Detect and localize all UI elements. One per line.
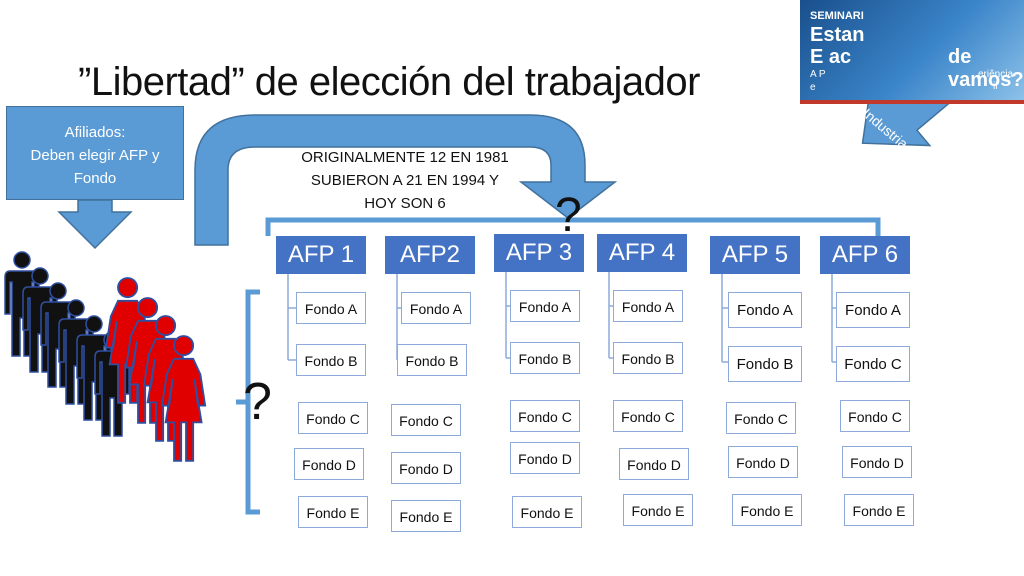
banner-line-5b: il — [993, 81, 998, 92]
banner-strip — [800, 100, 1024, 104]
fondo-box-afp6-3: Fondo C — [840, 400, 910, 432]
banner-line-3b: de vamos? — [948, 46, 1024, 91]
afiliados-down-arrow — [57, 199, 133, 250]
afiliados-box: Afiliados: Deben elegir AFP y Fondo — [6, 106, 184, 200]
fondo-box-afp6-2: Fondo C — [836, 346, 910, 382]
fondo-box-afp2-4: Fondo D — [391, 452, 461, 484]
banner-line-5: e — [810, 82, 816, 93]
fondo-box-afp1-2: Fondo B — [296, 344, 366, 376]
original-count-note: ORIGINALMENTE 12 EN 1981 SUBIERON A 21 E… — [270, 146, 540, 215]
afp-connector-5 — [721, 274, 728, 363]
fondo-box-afp3-3: Fondo C — [510, 400, 580, 432]
afiliados-line-1: Afiliados: — [64, 124, 126, 141]
afp-connector-4 — [608, 272, 613, 359]
fondo-box-afp4-2: Fondo B — [613, 342, 683, 374]
afp-top-bracket — [265, 217, 881, 236]
fondo-box-afp5-2: Fondo B — [728, 346, 802, 382]
note-line-1: ORIGINALMENTE 12 EN 1981 — [301, 149, 509, 166]
fondo-left-bracket — [236, 289, 260, 515]
fondo-box-afp5-3: Fondo C — [726, 402, 796, 434]
fondo-box-afp1-4: Fondo D — [294, 448, 364, 480]
note-line-3: HOY SON 6 — [364, 195, 446, 212]
fondo-box-afp6-1: Fondo A — [836, 292, 910, 328]
fondo-box-afp6-4: Fondo D — [842, 446, 912, 478]
afp-header-3: AFP 3 — [494, 234, 584, 272]
fondo-box-afp4-4: Fondo D — [619, 448, 689, 480]
slide-title: ”Libertad” de elección del trabajador — [78, 60, 700, 104]
fondo-box-afp4-5: Fondo E — [623, 494, 693, 526]
fondo-box-afp3-4: Fondo D — [510, 442, 580, 474]
banner-line-2: Estan — [810, 24, 865, 46]
afp-header-1: AFP 1 — [276, 236, 366, 274]
people-queue — [4, 251, 207, 462]
afp-header-4: AFP 4 — [597, 234, 687, 272]
fondo-box-afp2-2: Fondo B — [397, 344, 467, 376]
curved-arrow — [194, 114, 618, 246]
person-red-4 — [160, 335, 207, 462]
fondo-box-afp3-1: Fondo A — [510, 290, 580, 322]
fondo-box-afp4-1: Fondo A — [613, 290, 683, 322]
afp-header-6: AFP 6 — [820, 236, 910, 274]
afp-connector-3 — [505, 272, 510, 359]
fondo-box-afp3-2: Fondo B — [510, 342, 580, 374]
seminar-banner: SEMINARI Estan E ac A P eriência e il de… — [800, 0, 1024, 104]
banner-line-4b: eriência — [978, 69, 1014, 80]
fondo-box-afp2-3: Fondo C — [391, 404, 461, 436]
afp-connector-6 — [831, 274, 836, 363]
fondo-box-afp6-5: Fondo E — [844, 494, 914, 526]
fondo-box-afp2-5: Fondo E — [391, 500, 461, 532]
afp-connector-1 — [287, 274, 296, 361]
fondo-box-afp4-3: Fondo C — [613, 400, 683, 432]
fondo-box-afp5-4: Fondo D — [728, 446, 798, 478]
note-line-2: SUBIERON A 21 EN 1994 Y — [310, 172, 500, 189]
fondo-box-afp1-5: Fondo E — [298, 496, 368, 528]
question-mark-left: ? — [243, 373, 272, 431]
fondo-box-afp3-5: Fondo E — [512, 496, 582, 528]
fondo-box-afp2-1: Fondo A — [401, 292, 471, 324]
afiliados-line-3: Fondo — [73, 170, 117, 187]
fondo-box-afp5-5: Fondo E — [732, 494, 802, 526]
banner-line-4: A P — [810, 69, 826, 80]
fondo-box-afp1-3: Fondo C — [298, 402, 368, 434]
afp-header-2: AFP2 — [385, 236, 475, 274]
fondo-box-afp1-1: Fondo A — [296, 292, 366, 324]
question-mark-top: ? — [555, 189, 582, 242]
fondo-box-afp5-1: Fondo A — [728, 292, 802, 328]
afp-header-5: AFP 5 — [710, 236, 800, 274]
afiliados-line-2: Deben elegir AFP y — [30, 147, 160, 164]
banner-line-3: E ac — [810, 46, 852, 68]
banner-line-1: SEMINARI — [810, 10, 864, 22]
